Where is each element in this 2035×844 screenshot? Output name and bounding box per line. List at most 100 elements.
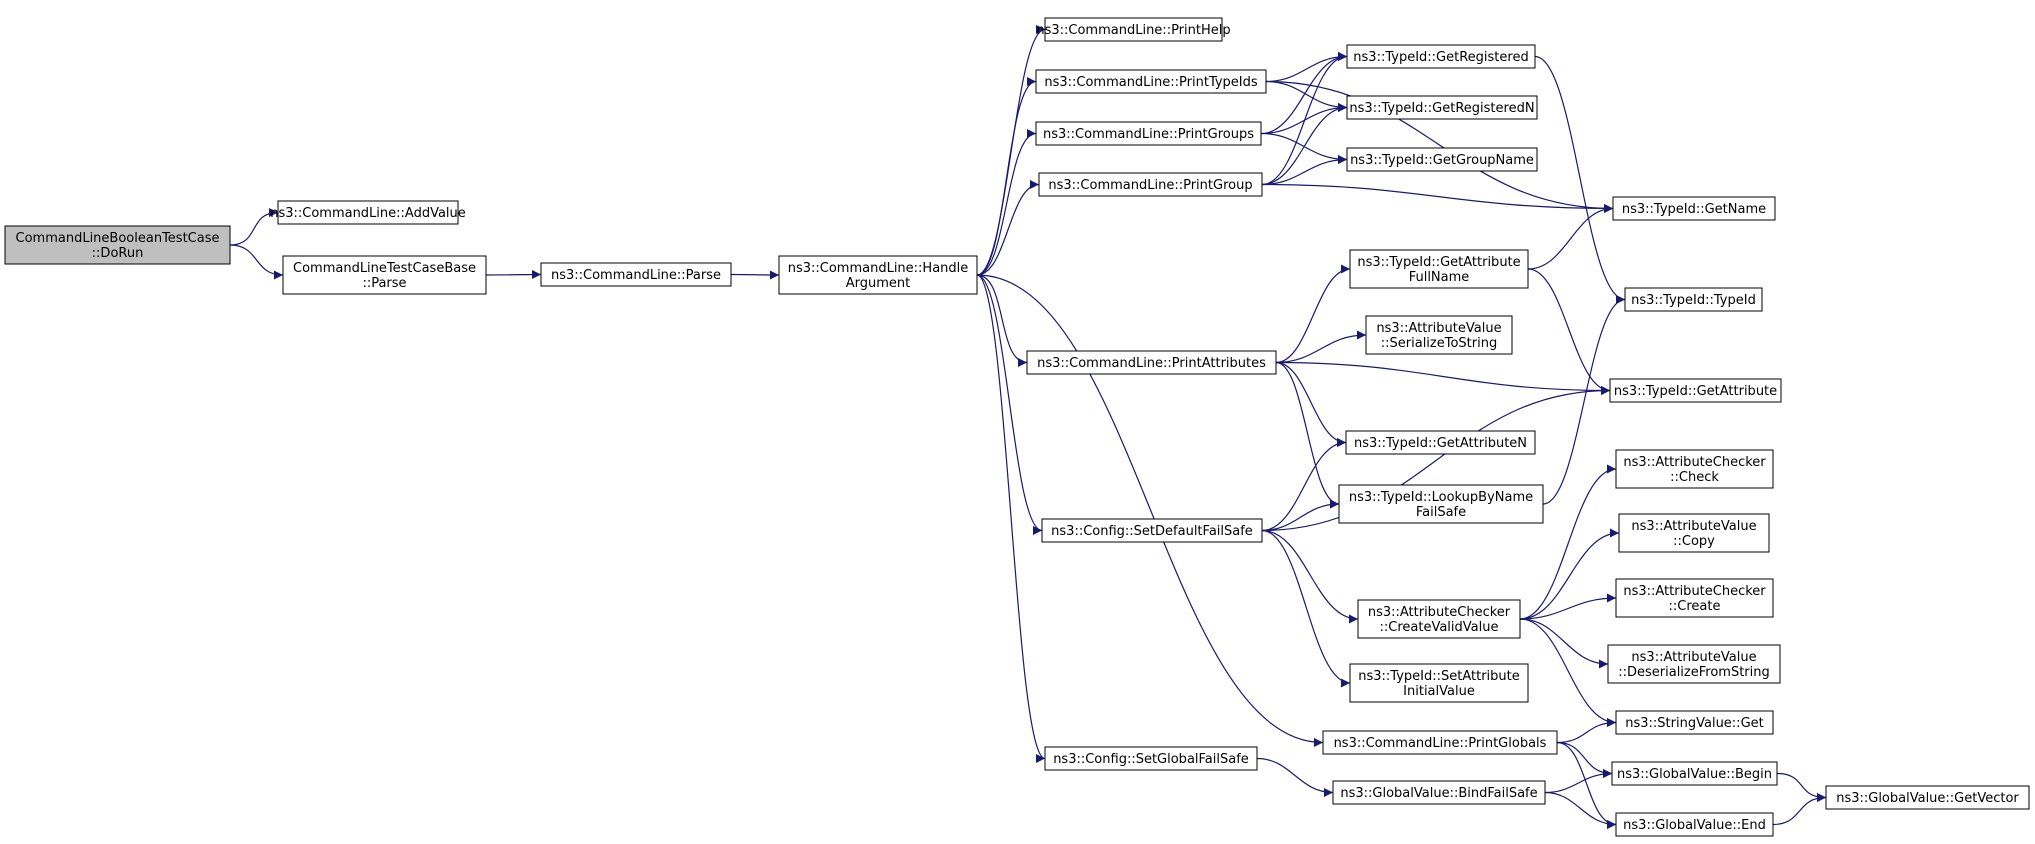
- node-printgroups[interactable]: ns3::CommandLine::PrintGroups: [1035, 121, 1262, 146]
- node-box: [1349, 249, 1529, 289]
- edge-createvalidvalue-to-deserialize: [1519, 618, 1609, 669]
- node-label: ns3::CommandLine::Parse: [551, 268, 721, 283]
- node-label: CommandLineBooleanTestCase: [16, 231, 220, 246]
- edge-lookupbynamefailsafe-to-typeid: [1542, 295, 1626, 505]
- node-box: [1615, 812, 1774, 837]
- node-printgroup[interactable]: ns3::CommandLine::PrintGroup: [1038, 172, 1263, 197]
- edge-printglobals-to-stringvalueget: [1556, 718, 1617, 744]
- node-label: ::Check: [1670, 470, 1719, 485]
- edge-dorun-to-addvalue: [229, 208, 279, 246]
- node-addvalue[interactable]: ns3::CommandLine::AddValue: [270, 200, 466, 225]
- edge-bindfailsafe-to-gvend: [1544, 791, 1617, 829]
- node-label: ns3::CommandLine::PrintGlobals: [1334, 736, 1547, 751]
- nodes-layer: CommandLineBooleanTestCase::DoRunns3::Co…: [4, 17, 2030, 837]
- node-label: ns3::CommandLine::AddValue: [270, 206, 466, 221]
- node-label: ::Create: [1669, 599, 1721, 614]
- node-valuecopy[interactable]: ns3::AttributeValue::Copy: [1618, 513, 1770, 553]
- node-createvalidvalue[interactable]: ns3::AttributeChecker::CreateValidValue: [1357, 599, 1521, 639]
- node-box: [1041, 518, 1263, 543]
- node-label: ::DeserializeFromString: [1618, 665, 1770, 680]
- edge-printattributes-to-lookupbynamefailsafe: [1275, 361, 1340, 509]
- node-box: [778, 255, 978, 295]
- edge-createvalidvalue-to-checkercheck: [1519, 464, 1617, 620]
- node-label: ns3::AttributeChecker: [1623, 584, 1766, 599]
- node-getattribute[interactable]: ns3::TypeId::GetAttribute: [1609, 378, 1782, 403]
- edge-tcparse-to-clparse: [485, 270, 542, 280]
- node-label: ns3::AttributeValue: [1376, 321, 1501, 336]
- node-getattributen[interactable]: ns3::TypeId::GetAttributeN: [1345, 430, 1536, 455]
- edge-handle-to-printgroups: [976, 129, 1037, 276]
- node-tcparse[interactable]: CommandLineTestCaseBase::Parse: [282, 255, 487, 295]
- node-box: [1322, 730, 1558, 755]
- node-getgroupname[interactable]: ns3::TypeId::GetGroupName: [1346, 147, 1538, 172]
- node-checkercreate[interactable]: ns3::AttributeChecker::Create: [1615, 578, 1774, 618]
- node-label: ns3::TypeId::GetAttribute: [1357, 255, 1520, 270]
- edge-setdefaultfailsafe-to-setattributeinitialvalue: [1261, 529, 1351, 688]
- node-label: ns3::AttributeChecker: [1368, 605, 1511, 620]
- node-label: ns3::CommandLine::PrintHelp: [1036, 23, 1230, 38]
- edge-getregistered-to-typeid: [1534, 55, 1626, 304]
- edge-printgroup-to-getname: [1261, 183, 1614, 213]
- node-label: CommandLineTestCaseBase: [293, 261, 476, 276]
- node-setdefaultfailsafe[interactable]: ns3::Config::SetDefaultFailSafe: [1041, 518, 1263, 543]
- node-gvbegin[interactable]: ns3::GlobalValue::Begin: [1611, 761, 1778, 786]
- node-gvend[interactable]: ns3::GlobalValue::End: [1615, 812, 1774, 837]
- edge-handle-to-setglobalfailsafe: [976, 274, 1046, 763]
- node-label: ns3::TypeId::GetRegistered: [1353, 50, 1528, 65]
- edge-getattributefullname-to-getattribute: [1527, 268, 1611, 395]
- node-label: ns3::AttributeChecker: [1623, 455, 1766, 470]
- edge-printattributes-to-getattributefullname: [1275, 264, 1351, 364]
- node-label: ::Parse: [362, 276, 406, 291]
- node-typeid[interactable]: ns3::TypeId::TypeId: [1624, 287, 1763, 312]
- node-box: [540, 262, 732, 287]
- edge-printglobals-to-gvend: [1556, 741, 1617, 829]
- node-label: ns3::CommandLine::PrintGroups: [1043, 127, 1254, 142]
- node-box: [1612, 196, 1776, 221]
- node-label: ns3::Config::SetGlobalFailSafe: [1053, 752, 1249, 767]
- node-printtypeids[interactable]: ns3::CommandLine::PrintTypeIds: [1035, 69, 1267, 94]
- node-label: ::Copy: [1673, 534, 1715, 549]
- node-label: ns3::TypeId::GetAttributeN: [1354, 436, 1527, 451]
- node-dorun[interactable]: CommandLineBooleanTestCase::DoRun: [4, 225, 231, 265]
- node-label: ns3::TypeId::GetAttribute: [1614, 384, 1777, 399]
- edge-createvalidvalue-to-stringvalueget: [1519, 618, 1617, 727]
- node-deserialize[interactable]: ns3::AttributeValue::DeserializeFromStri…: [1607, 644, 1781, 684]
- node-box: [277, 200, 459, 225]
- node-label: FailSafe: [1416, 505, 1466, 520]
- node-getregisteredn[interactable]: ns3::TypeId::GetRegisteredN: [1346, 95, 1538, 120]
- edge-printgroup-to-getregisteredn: [1261, 103, 1348, 186]
- edges-layer: [229, 25, 1827, 829]
- edge-createvalidvalue-to-valuecopy: [1519, 528, 1620, 620]
- node-box: [1044, 17, 1223, 42]
- node-box: [1346, 147, 1538, 172]
- node-clparse[interactable]: ns3::CommandLine::Parse: [540, 262, 732, 287]
- node-label: ns3::GlobalValue::GetVector: [1836, 791, 2019, 806]
- node-setglobalfailsafe[interactable]: ns3::Config::SetGlobalFailSafe: [1044, 746, 1258, 771]
- edge-getattributefullname-to-getname: [1527, 204, 1614, 270]
- node-printattributes[interactable]: ns3::CommandLine::PrintAttributes: [1026, 350, 1277, 375]
- node-printglobals[interactable]: ns3::CommandLine::PrintGlobals: [1322, 730, 1558, 755]
- node-label: ns3::CommandLine::Handle: [788, 261, 969, 276]
- node-getname[interactable]: ns3::TypeId::GetName: [1612, 196, 1776, 221]
- node-printhelp[interactable]: ns3::CommandLine::PrintHelp: [1036, 17, 1231, 42]
- node-serializetostring[interactable]: ns3::AttributeValue::SerializeToString: [1365, 315, 1513, 355]
- node-box: [1615, 578, 1774, 618]
- edge-printtypeids-to-getname: [1265, 80, 1614, 213]
- edge-printtypeids-to-getregisteredn: [1265, 80, 1348, 112]
- node-getregistered[interactable]: ns3::TypeId::GetRegistered: [1346, 44, 1536, 69]
- node-bindfailsafe[interactable]: ns3::GlobalValue::BindFailSafe: [1332, 780, 1546, 805]
- node-box: [1611, 761, 1778, 786]
- node-label: ::DoRun: [92, 246, 144, 261]
- edge-dorun-to-tcparse: [229, 244, 284, 280]
- node-checkercheck[interactable]: ns3::AttributeChecker::Check: [1615, 449, 1774, 489]
- node-box: [1365, 315, 1513, 355]
- node-stringvalueget[interactable]: ns3::StringValue::Get: [1615, 710, 1774, 735]
- node-label: ns3::GlobalValue::End: [1623, 818, 1766, 833]
- node-box: [1349, 663, 1529, 703]
- edge-printgroup-to-getgroupname: [1261, 155, 1348, 186]
- node-gvgetvector[interactable]: ns3::GlobalValue::GetVector: [1825, 785, 2030, 810]
